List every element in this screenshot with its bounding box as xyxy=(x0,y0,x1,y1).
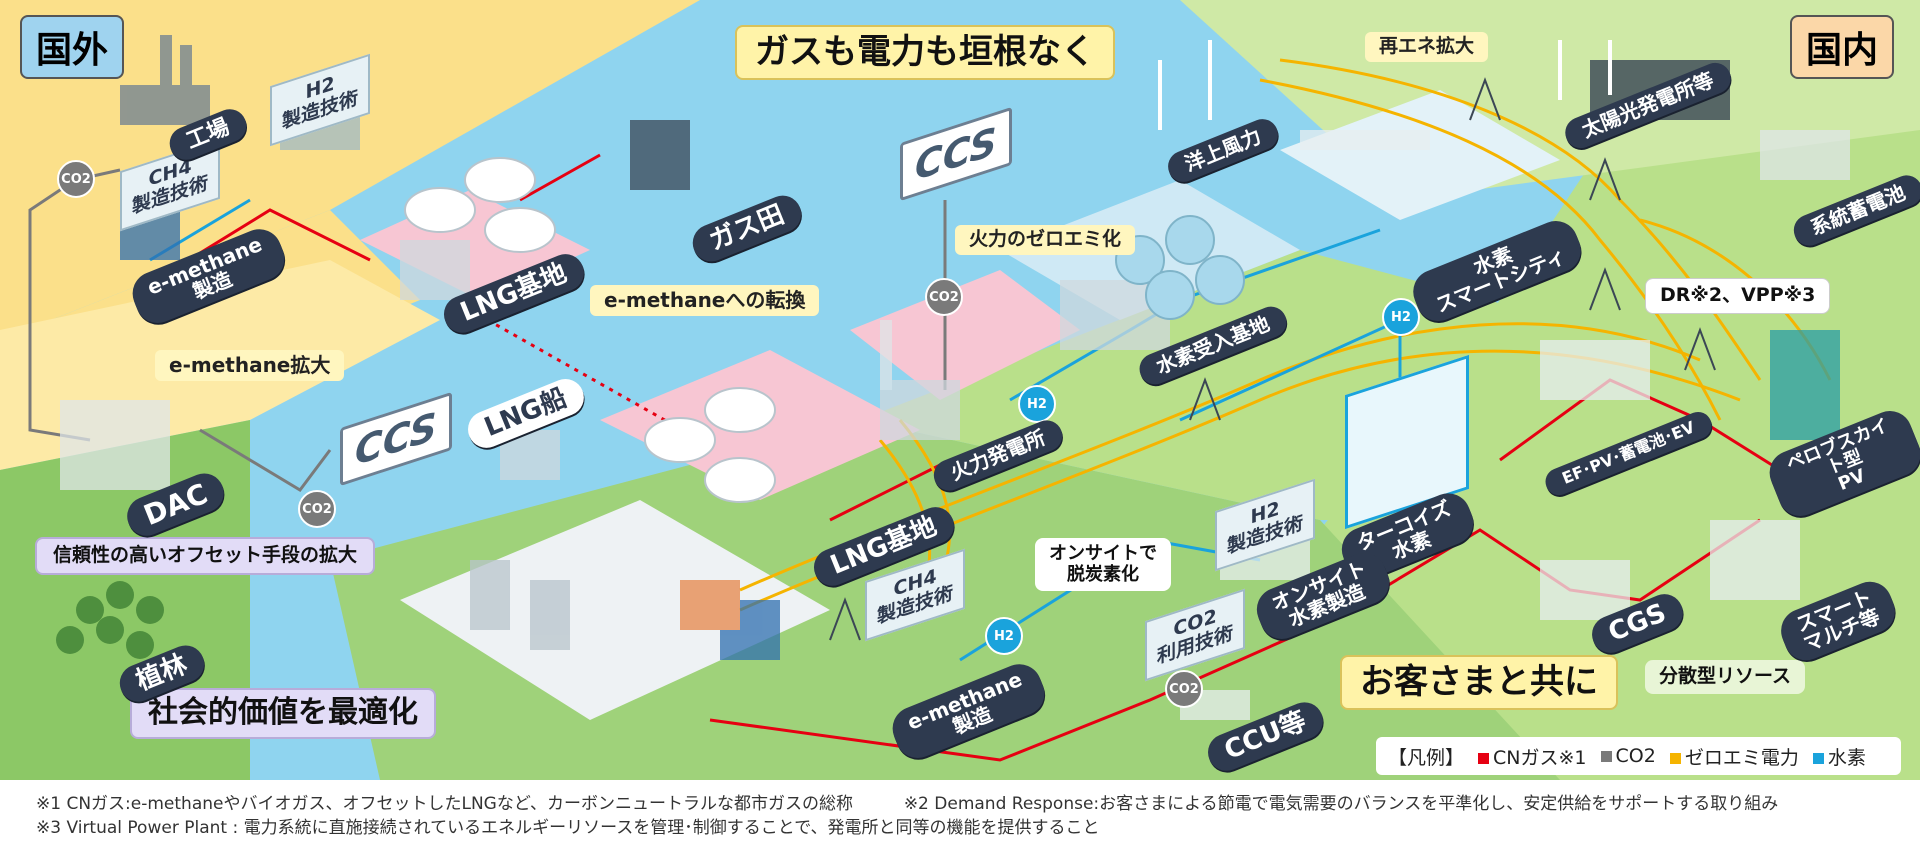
label-emethane-conversion: e-methaneへの転換 xyxy=(590,285,820,316)
legend-label-zero-emi: ゼロエミ電力 xyxy=(1684,746,1799,769)
h2-marker-thermal: H2 xyxy=(1018,385,1056,423)
co2-marker-ccs: CO2 xyxy=(298,490,336,528)
label-onsite-decarbonization: オンサイトで 脱炭素化 xyxy=(1035,538,1171,592)
legend-swatch-zero-emi xyxy=(1669,752,1681,764)
footnote-2: ※2 Demand Response:お客さまによる節電で電気需要のバランスを平… xyxy=(903,794,1779,814)
label-thermal-zero-emission: 火力のゼロエミ化 xyxy=(955,225,1136,255)
legend-label-cn-gas: CNガス※1 xyxy=(1493,746,1587,769)
headline-banner: ガスも電力も垣根なく xyxy=(735,25,1115,81)
legend-item-hydrogen: 水素 xyxy=(1812,743,1866,770)
label-dr-vpp: DR※2、VPP※3 xyxy=(1645,278,1831,314)
label-onsite-line1: オンサイトで xyxy=(1049,543,1157,564)
legend-item-zero-emi: ゼロエミ電力 xyxy=(1669,743,1799,770)
footnote-1: ※1 CNガス:e-methaneやバイオガス、オフセットしたLNGなど、カーボ… xyxy=(36,794,853,814)
region-overseas: 国外 xyxy=(20,15,125,79)
customer-banner: お客さまと共に xyxy=(1340,655,1618,711)
legend-item-cn-gas: CNガス※1 xyxy=(1478,743,1587,770)
footnote-row-1: ※1 CNガス:e-methaneやバイオガス、オフセットしたLNGなど、カーボ… xyxy=(36,792,1778,816)
legend-swatch-hydrogen xyxy=(1812,752,1824,764)
label-emethane-expansion: e-methane拡大 xyxy=(155,350,345,381)
footnote-3: ※3 Virtual Power Plant : 電力系統に直施接続されているエ… xyxy=(36,818,1100,838)
co2-marker-overseas: CO2 xyxy=(57,160,95,198)
footnotes: ※1 CNガス:e-methaneやバイオガス、オフセットしたLNGなど、カーボ… xyxy=(36,792,1778,840)
legend-label-hydrogen: 水素 xyxy=(1827,746,1866,769)
social-value-banner: 社会的価値を最適化 xyxy=(130,688,436,739)
legend: 【凡例】 CNガス※1 CO2 ゼロエミ電力 水素 xyxy=(1376,737,1901,775)
legend-item-co2: CO2 xyxy=(1600,745,1656,767)
energy-system-diagram: 国外 国内 ガスも電力も垣根なく お客さまと共に 社会的価値を最適化 再エネ拡大… xyxy=(0,0,1920,780)
label-distributed-resources: 分散型リソース xyxy=(1645,660,1806,694)
h2-marker-emethane: H2 xyxy=(985,617,1023,655)
label-offset-expansion: 信頼性の高いオフセット手段の拡大 xyxy=(35,537,376,575)
label-re-expansion: 再エネ拡大 xyxy=(1365,32,1489,62)
legend-label-co2: CO2 xyxy=(1615,745,1656,767)
h2-marker-city: H2 xyxy=(1382,298,1420,336)
legend-swatch-cn-gas xyxy=(1478,752,1490,764)
label-onsite-line2: 脱炭素化 xyxy=(1067,563,1139,585)
co2-marker-thermal: CO2 xyxy=(925,278,963,316)
region-domestic: 国内 xyxy=(1790,15,1895,79)
legend-title: 【凡例】 xyxy=(1388,746,1465,769)
co2-marker-ccu: CO2 xyxy=(1165,670,1203,708)
legend-swatch-co2 xyxy=(1600,751,1612,762)
